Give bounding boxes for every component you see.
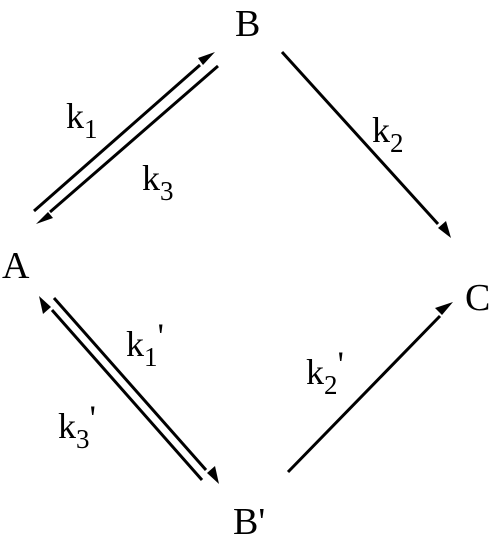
rate-k1-prime: k1' <box>126 316 164 372</box>
rate-k1: k1 <box>66 96 98 144</box>
rate-k3-prime: k3' <box>58 398 96 454</box>
node-b-prime: B' <box>233 501 265 539</box>
arrow-b-to-c <box>280 50 451 238</box>
node-c: C <box>465 277 490 319</box>
arrow-b-prime-to-a <box>39 296 204 481</box>
node-a: A <box>2 245 30 287</box>
node-b: B <box>235 3 260 45</box>
arrow-a-to-b <box>33 52 215 213</box>
arrow-a-to-b-prime <box>52 297 219 484</box>
arrow-b-to-a <box>36 64 219 224</box>
rate-k2-prime: k2' <box>306 344 344 400</box>
rate-k2: k2 <box>372 110 404 158</box>
rate-k3: k3 <box>142 158 174 206</box>
arrow-b-prime-to-c <box>286 302 453 474</box>
